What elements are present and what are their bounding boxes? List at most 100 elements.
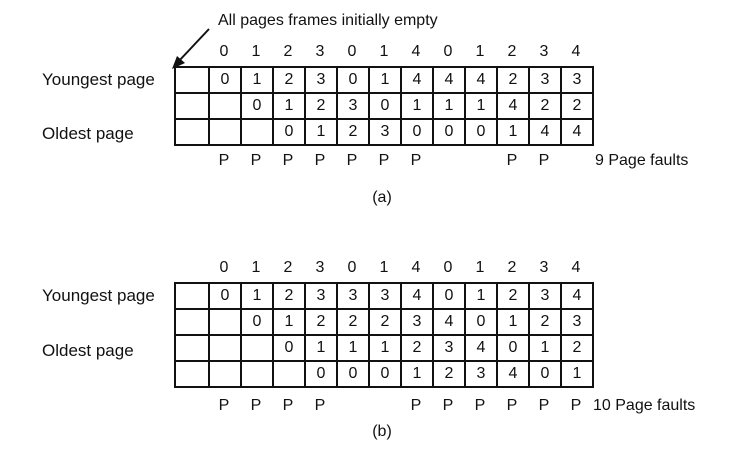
reference-number: 4 (571, 43, 581, 60)
frame-cell: 2 (274, 284, 306, 310)
empty-cell (176, 362, 210, 388)
initially-empty-note: All pages frames initially empty (218, 12, 438, 29)
oldest-page-label-b: Oldest page (42, 341, 134, 360)
page-fault-marker: P (538, 152, 550, 169)
reference-number: 4 (571, 259, 581, 276)
frame-cell: 2 (498, 284, 530, 310)
frame-cell: 3 (562, 68, 594, 94)
page-fault-marker: P (250, 152, 262, 169)
frame-cell: 0 (306, 362, 338, 388)
frame-cell: 4 (434, 68, 466, 94)
frame-cell: 2 (306, 310, 338, 336)
caption-b: (b) (372, 423, 392, 440)
frame-cell: 0 (402, 120, 434, 146)
reference-number: 2 (507, 259, 517, 276)
reference-number: 1 (475, 43, 485, 60)
frame-cell: 4 (498, 94, 530, 120)
frame-cell: 1 (242, 68, 274, 94)
frame-cell: 2 (562, 94, 594, 120)
frame-cell: 1 (530, 336, 562, 362)
youngest-page-label-a: Youngest page (42, 70, 155, 89)
frame-cell: 1 (242, 284, 274, 310)
frame-cell: 0 (338, 362, 370, 388)
frame-cell: 0 (242, 310, 274, 336)
page-fault-marker: P (570, 397, 582, 414)
frame-cell: 3 (370, 120, 402, 146)
page-fault-marker: P (474, 397, 486, 414)
frame-cell: 1 (466, 284, 498, 310)
reference-number: 0 (347, 259, 357, 276)
frame-cell: 1 (562, 362, 594, 388)
empty-cell (176, 310, 210, 336)
frame-cell: 4 (466, 68, 498, 94)
frame-cell (210, 120, 242, 146)
reference-number: 4 (411, 259, 421, 276)
frame-cell (242, 120, 274, 146)
reference-number: 4 (411, 43, 421, 60)
frame-cell (242, 362, 274, 388)
frame-cell: 1 (402, 362, 434, 388)
page-fault-marker: P (282, 397, 294, 414)
reference-number: 0 (347, 43, 357, 60)
frame-cell: 1 (306, 120, 338, 146)
reference-number: 3 (315, 43, 325, 60)
page-fault-marker: P (346, 152, 358, 169)
page-fault-marker: P (538, 397, 550, 414)
page-fault-marker: P (410, 152, 422, 169)
frame-cell: 1 (466, 94, 498, 120)
frame-cell: 3 (306, 68, 338, 94)
frame-cell: 0 (338, 68, 370, 94)
frame-cell: 2 (402, 336, 434, 362)
reference-number: 0 (443, 43, 453, 60)
frame-cell: 1 (498, 120, 530, 146)
frame-cell: 0 (210, 284, 242, 310)
empty-cell (176, 336, 210, 362)
youngest-page-label-b: Youngest page (42, 286, 155, 305)
reference-number: 0 (443, 259, 453, 276)
frame-cell: 3 (530, 68, 562, 94)
frame-cell: 1 (402, 94, 434, 120)
frame-cell: 2 (498, 68, 530, 94)
page-fault-marker: P (378, 152, 390, 169)
page-fault-marker: P (250, 397, 262, 414)
frame-cell: 1 (274, 94, 306, 120)
page-fault-marker: P (314, 397, 326, 414)
frame-cell: 3 (466, 362, 498, 388)
frame-cell: 4 (562, 284, 594, 310)
frame-cell: 4 (402, 68, 434, 94)
fault-count-b: 10 Page faults (593, 397, 696, 414)
page-fault-marker: P (410, 397, 422, 414)
frame-cell: 0 (434, 284, 466, 310)
frame-cell: 0 (274, 120, 306, 146)
empty-cell (176, 94, 210, 120)
page-fault-marker: P (218, 152, 230, 169)
page-fault-marker: P (442, 397, 454, 414)
frame-cell: 0 (370, 362, 402, 388)
frame-cell: 1 (434, 94, 466, 120)
page-fault-marker: P (506, 397, 518, 414)
frame-cell: 2 (338, 120, 370, 146)
reference-number: 3 (539, 259, 549, 276)
frame-cell: 1 (370, 336, 402, 362)
reference-number: 1 (475, 259, 485, 276)
frame-cell (210, 310, 242, 336)
page-fault-marker: P (506, 152, 518, 169)
frame-cell: 0 (274, 336, 306, 362)
frame-cell: 3 (370, 284, 402, 310)
reference-number: 2 (283, 259, 293, 276)
frame-cell: 3 (338, 94, 370, 120)
frame-cell: 2 (530, 310, 562, 336)
frame-cell: 3 (562, 310, 594, 336)
page-fault-marker: P (218, 397, 230, 414)
frame-cell: 4 (402, 284, 434, 310)
frame-cell: 0 (466, 120, 498, 146)
frame-cell: 1 (370, 68, 402, 94)
frame-cell (210, 94, 242, 120)
frame-cell: 2 (530, 94, 562, 120)
empty-cell (176, 284, 210, 310)
frame-cell: 3 (338, 284, 370, 310)
